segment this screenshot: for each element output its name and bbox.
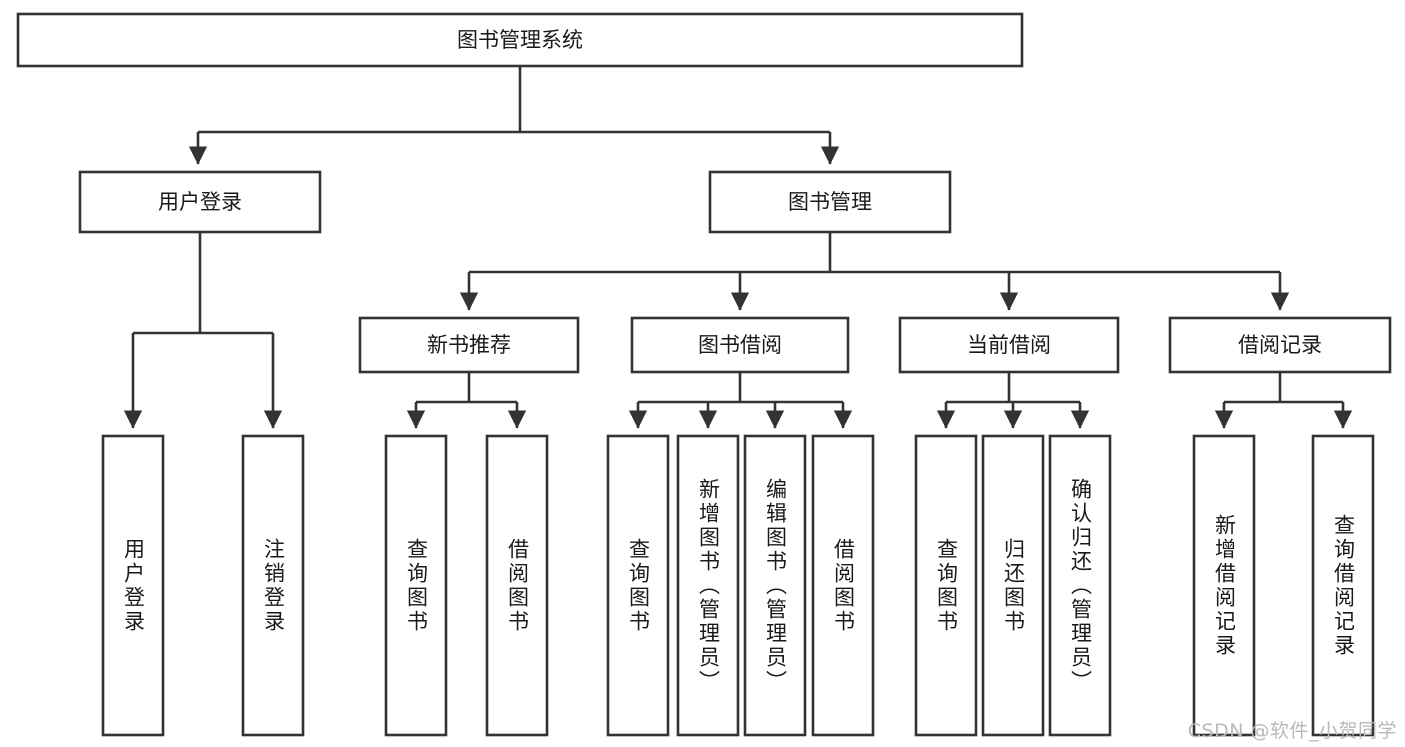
leaf-boxes-user-login <box>101 434 305 737</box>
node-user-login[interactable]: 用户登录 <box>78 170 322 234</box>
connector-root-to-level2 <box>188 66 840 165</box>
node-book-borrow[interactable]: 图书借阅 <box>630 316 850 374</box>
leaf-box-confirm-return[interactable] <box>1048 434 1112 737</box>
leaf-box-query-book-1[interactable] <box>384 434 448 737</box>
leaf-box-borrow-book-2[interactable] <box>811 434 875 737</box>
leaf-box-add-borrow-record[interactable] <box>1192 434 1256 737</box>
leaf-box-query-book-3[interactable] <box>914 434 978 737</box>
node-root-label: 图书管理系统 <box>457 28 583 52</box>
node-current-borrow-label: 当前借阅 <box>967 333 1051 357</box>
node-book-manage[interactable]: 图书管理 <box>708 170 952 234</box>
leaf-box-logout-login[interactable] <box>241 434 305 737</box>
leaf-boxes-new-book-recommend <box>384 434 549 737</box>
node-new-book-recommend[interactable]: 新书推荐 <box>358 316 580 374</box>
leaf-box-user-login[interactable] <box>101 434 165 737</box>
connector-newbook-to-leaves <box>406 372 527 429</box>
node-borrow-record-label: 借阅记录 <box>1238 333 1322 357</box>
connector-bookborrow-to-leaves <box>628 372 853 429</box>
connector-currentborrow-to-leaves <box>936 372 1090 429</box>
node-book-manage-label: 图书管理 <box>788 190 872 214</box>
leaf-box-query-book-2[interactable] <box>606 434 670 737</box>
node-borrow-record[interactable]: 借阅记录 <box>1168 316 1392 374</box>
leaf-box-add-book[interactable] <box>676 434 740 737</box>
leaf-boxes-current-borrow <box>914 434 1112 737</box>
connector-userlogin-to-leaves <box>123 232 283 429</box>
leaf-box-query-borrow-record[interactable] <box>1311 434 1375 737</box>
leaf-box-edit-book[interactable] <box>743 434 807 737</box>
leaf-box-borrow-book-1[interactable] <box>485 434 549 737</box>
leaf-boxes-borrow-record <box>1192 434 1375 737</box>
node-new-book-recommend-label: 新书推荐 <box>427 333 511 357</box>
node-current-borrow[interactable]: 当前借阅 <box>898 316 1120 374</box>
node-root[interactable]: 图书管理系统 <box>16 12 1024 68</box>
connector-borrowrecord-to-leaves <box>1214 372 1353 429</box>
connector-bookmanage-to-level3 <box>459 232 1290 311</box>
leaf-box-return-book[interactable] <box>981 434 1045 737</box>
leaf-boxes-book-borrow <box>606 434 875 737</box>
node-book-borrow-label: 图书借阅 <box>698 333 782 357</box>
watermark-text: CSDN @软件_小贺同学 <box>1187 720 1397 742</box>
node-user-login-label: 用户登录 <box>158 190 242 214</box>
